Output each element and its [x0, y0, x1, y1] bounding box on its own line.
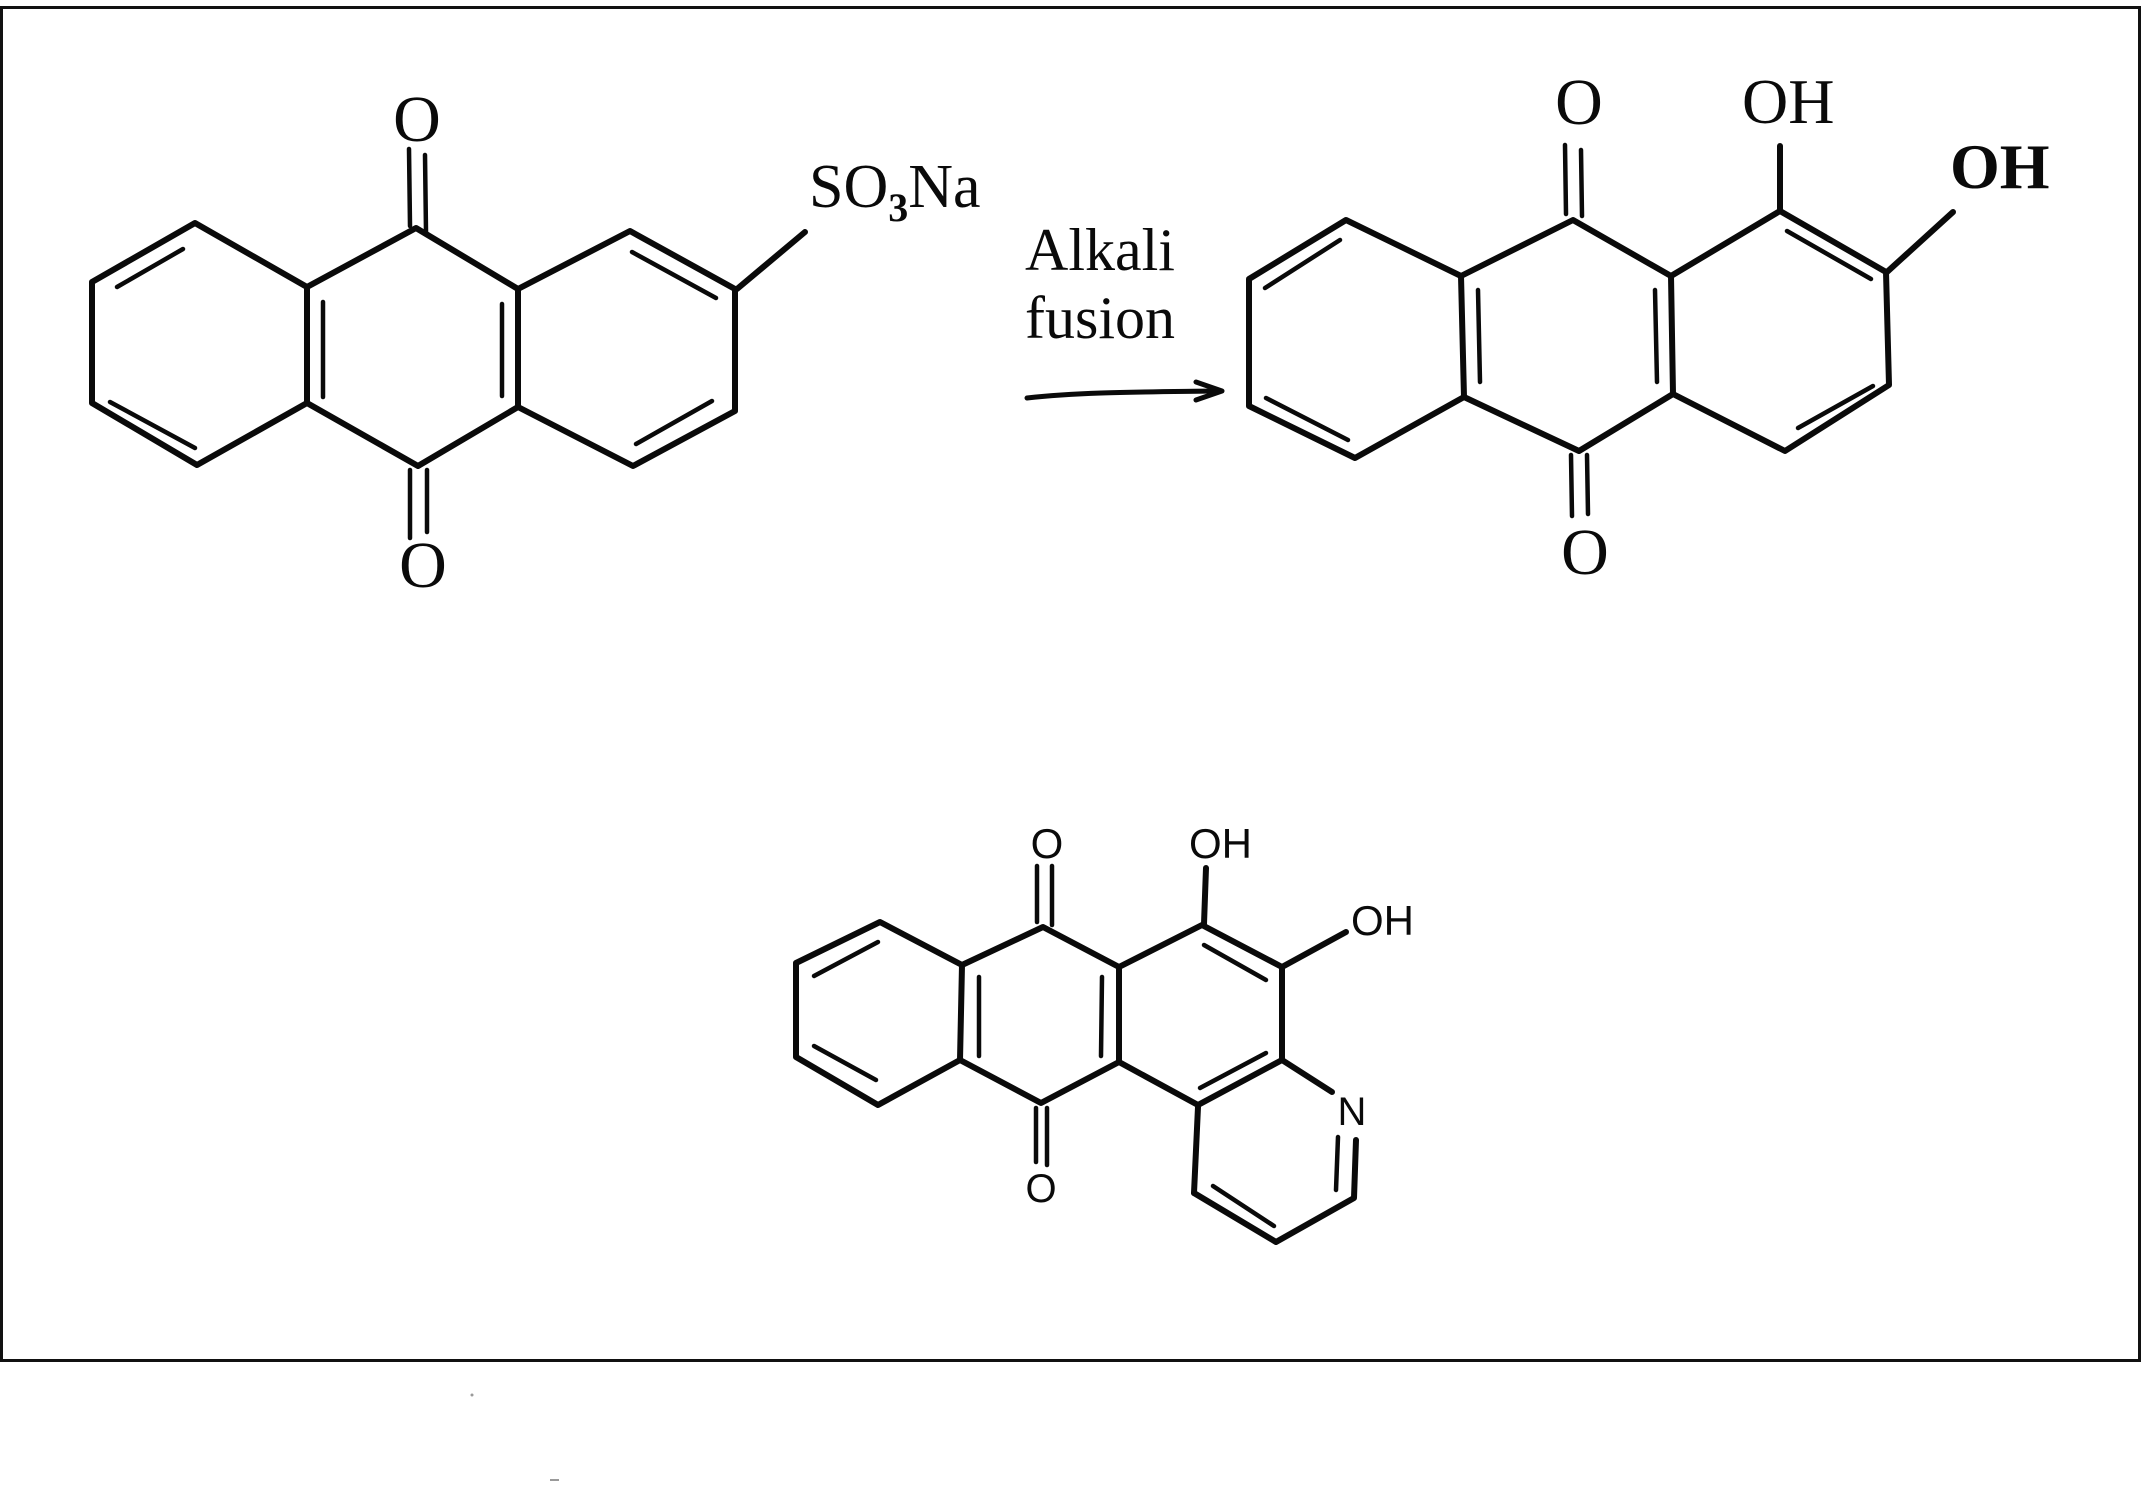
product-oxygen-top-label: O [1555, 66, 1603, 139]
product-ring-middle [1458, 217, 1676, 454]
reagent-label-fusion: fusion [1025, 285, 1175, 351]
reactant-ring-left [89, 220, 326, 468]
sulfonate-label: SO3Na [809, 153, 981, 230]
third-ring-middle [957, 924, 1122, 1106]
reactant-ring-right [515, 228, 738, 469]
product-oh-2-label: OH [1950, 131, 2050, 202]
third-nitrogen-label: N [1338, 1090, 1367, 1134]
third-hydroxyl-1: OH [1189, 820, 1252, 927]
third-oxygen-top-label: O [1031, 820, 1064, 867]
reactant-structure: O O SO3Na [89, 83, 981, 602]
third-oh-1-label: OH [1189, 820, 1252, 867]
product-hydroxyl-2: OH [1884, 131, 2050, 275]
third-oh-2-label: OH [1351, 897, 1414, 944]
reactant-carbonyl-top: O [393, 83, 441, 235]
reactant-sulfonate-group: SO3Na [734, 153, 981, 292]
reaction-conditions: Alkali fusion [1024, 217, 1225, 403]
product-hydroxyl-1: OH [1742, 66, 1834, 214]
third-hydroxyl-2: OH [1279, 897, 1414, 970]
third-carbonyl-bottom: O [1025, 1105, 1057, 1211]
reactant-carbonyl-bottom: O [399, 467, 447, 602]
product-ring-left [1246, 217, 1483, 461]
product-structure: O O OH OH [1246, 66, 2050, 589]
scan-speck [550, 1479, 559, 1481]
figure-frame [0, 6, 2141, 1362]
product-oh-1-label: OH [1742, 66, 1834, 137]
third-structure: N O O OH OH [793, 820, 1414, 1245]
reactant-ring-middle [304, 225, 521, 469]
right-arrow-icon [1024, 379, 1225, 403]
product-carbonyl-top: O [1555, 66, 1603, 219]
third-ring-pyridine: N [1191, 1057, 1367, 1245]
reactant-oxygen-bottom-label: O [399, 529, 447, 602]
scan-speck [470, 1393, 474, 1397]
reactant-oxygen-top-label: O [393, 83, 441, 156]
reagent-label-alkali: Alkali [1025, 217, 1175, 283]
product-carbonyl-bottom: O [1561, 452, 1609, 589]
third-ring-hydroxylated [1116, 922, 1285, 1108]
product-ring-right [1668, 208, 1892, 454]
product-oxygen-bottom-label: O [1561, 516, 1609, 589]
third-carbonyl-top: O [1031, 820, 1064, 928]
third-oxygen-bottom-label: O [1025, 1167, 1056, 1211]
third-ring-left [793, 919, 982, 1108]
